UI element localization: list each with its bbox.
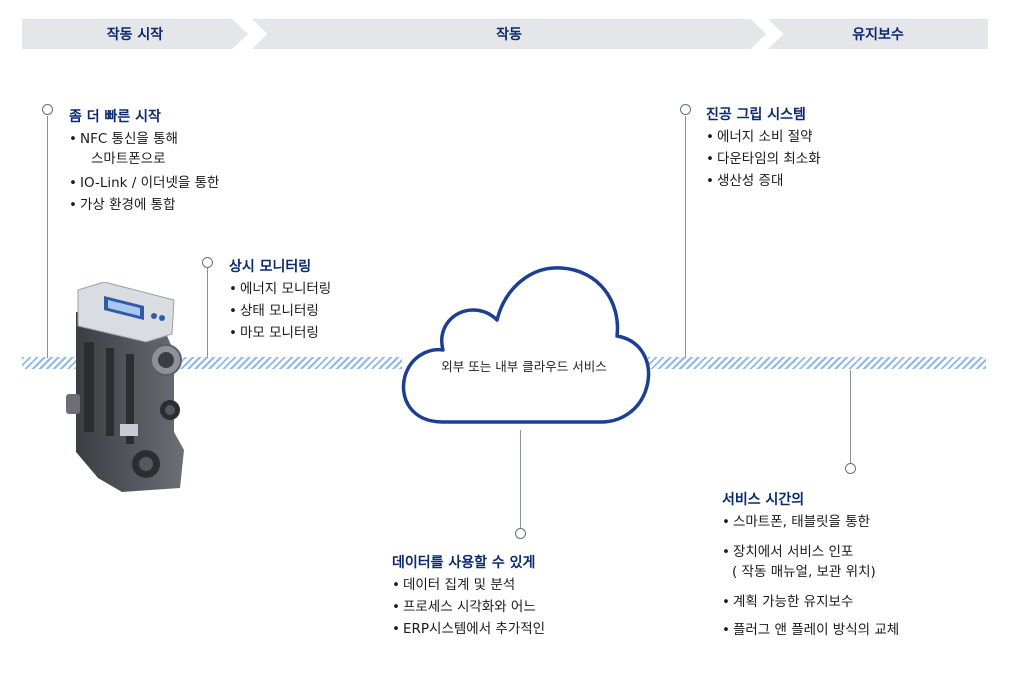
list-item: •프로세스 시각화와 어느: [392, 599, 536, 615]
block-title: 데이터를 사용할 수 있게: [392, 555, 536, 571]
service-time-block: 서비스 시간의 •스마트폰, 태블릿을 통한 •장치에서 서비스 인포 ( 작동…: [722, 489, 899, 640]
list-item: •상태 모니터링: [229, 303, 319, 319]
block-title: 진공 그립 시스템: [706, 107, 806, 123]
timeline-node: [680, 104, 691, 115]
list-item: •에너지 소비 절약: [706, 129, 813, 145]
vacuum-generator-device-image: [66, 282, 184, 492]
list-item: •가상 환경에 통합: [69, 197, 176, 213]
block-title: 좀 더 빠른 시작: [69, 109, 161, 125]
phase-maintenance: 유지보수: [768, 19, 988, 49]
phase-label: 작동: [496, 27, 522, 43]
list-item: •스마트폰, 태블릿을 통한: [722, 514, 871, 530]
timeline-node: [42, 104, 53, 115]
list-item: •IO-Link / 이더넷을 통한: [69, 175, 220, 191]
connector-line: [207, 268, 208, 358]
phase-start-operation: 작동 시작: [22, 19, 248, 49]
connector-line: [520, 430, 521, 528]
phase-label: 유지보수: [852, 27, 904, 43]
list-item: •데이터 집계 및 분석: [392, 577, 516, 593]
list-item: •플러그 앤 플레이 방식의 교체: [722, 622, 900, 638]
grip-system-block: 진공 그립 시스템 •에너지 소비 절약 •다운타임의 최소화 •생산성 증대: [706, 104, 821, 191]
list-item: •계획 가능한 유지보수: [722, 594, 854, 610]
list-item: •생산성 증대: [706, 173, 784, 189]
timeline-stripe-right: [648, 357, 986, 369]
list-item: •다운타임의 최소화: [706, 151, 821, 167]
cloud-icon: [401, 266, 651, 424]
timeline-node: [845, 463, 856, 474]
phase-operation: 작동: [252, 19, 766, 49]
data-usage-block: 데이터를 사용할 수 있게 •데이터 집계 및 분석 •프로세스 시각화와 어느…: [392, 552, 545, 639]
timeline-node: [202, 257, 213, 268]
block-title: 서비스 시간의: [722, 492, 805, 508]
connector-line: [47, 116, 48, 358]
connector-line: [850, 370, 851, 464]
list-item: ( 작동 매뉴얼, 보관 위치): [732, 564, 876, 580]
phase-label: 작동 시작: [106, 27, 164, 43]
list-item: •에너지 모니터링: [229, 281, 332, 297]
list-item: •장치에서 서비스 인포: [722, 544, 854, 560]
cloud-label: 외부 또는 내부 클라우드 서비스: [441, 359, 607, 374]
connector-line: [685, 116, 686, 358]
monitoring-block: 상시 모니터링 •에너지 모니터링 •상태 모니터링 •마모 모니터링: [229, 256, 331, 343]
list-item: •마모 모니터링: [229, 325, 319, 341]
timeline-node: [515, 528, 526, 539]
list-item: •ERP시스템에서 추가적인: [392, 621, 546, 637]
block-title: 상시 모니터링: [229, 259, 312, 275]
